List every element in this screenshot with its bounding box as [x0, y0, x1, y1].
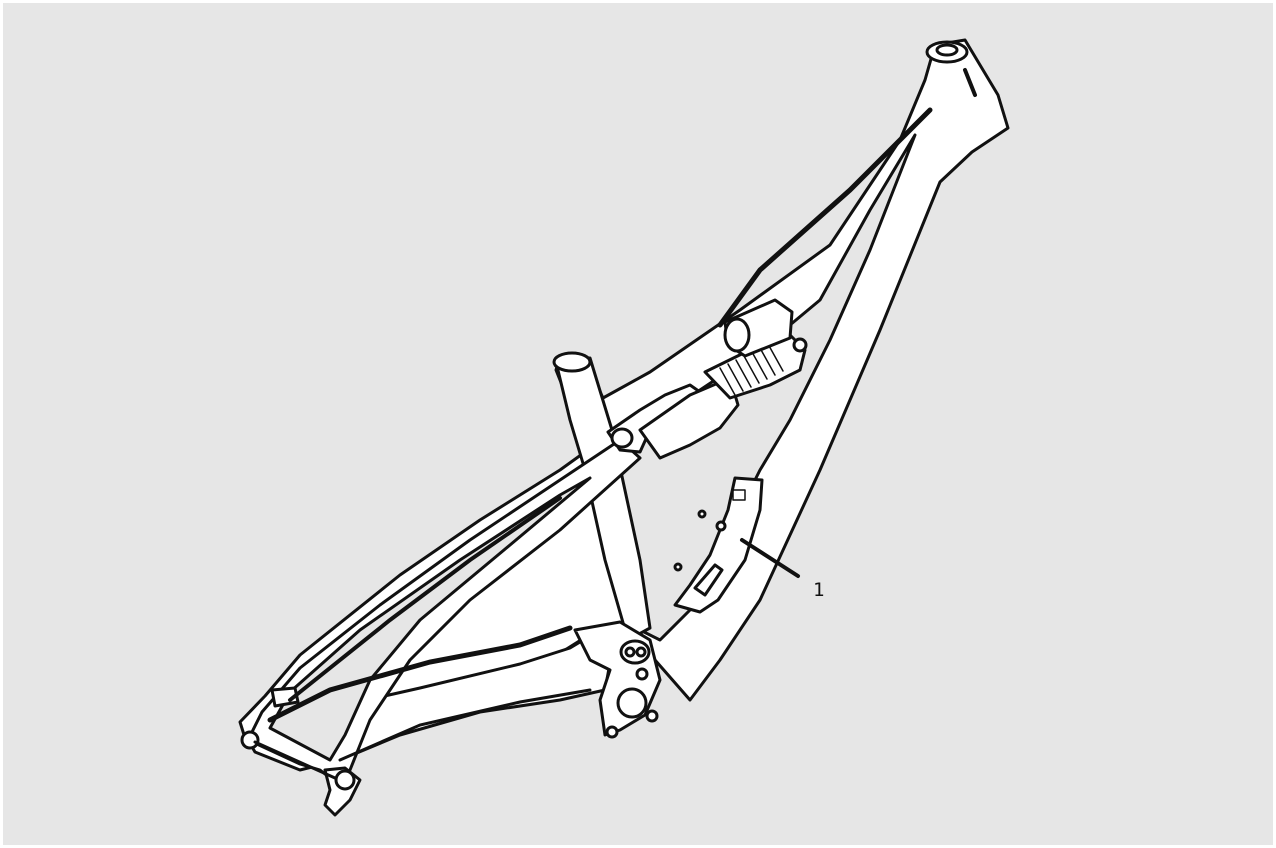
rear-axle-left	[240, 730, 260, 750]
shock-eyelet-lower	[610, 427, 634, 449]
upper-pivot-bolt	[635, 667, 649, 681]
main-pivot-bolt-1	[624, 646, 636, 658]
seatstay-cutout	[268, 476, 592, 762]
shock-ribs	[719, 343, 784, 396]
main-pivot-bolt-2	[635, 646, 647, 658]
protector-plate-logo	[732, 489, 746, 501]
frame-protector-plate	[673, 476, 764, 614]
lower-link-pivot	[616, 687, 648, 719]
protector-cable-port	[693, 563, 724, 597]
bottom-bolt-2	[645, 709, 659, 723]
shading-lines	[267, 68, 977, 762]
shock-body	[638, 376, 740, 460]
callout-1: 1	[740, 538, 824, 601]
rear-axle	[334, 769, 356, 791]
cable-guide	[270, 686, 300, 708]
shock-upper-mount	[792, 337, 808, 353]
loose-bolt-1	[697, 509, 707, 519]
callout-1-number: 1	[813, 579, 824, 601]
loose-bolt-2	[673, 562, 683, 572]
rear-axle-line	[253, 740, 337, 780]
shock-reservoir-cap	[723, 317, 751, 353]
callout-1-leader	[740, 538, 800, 578]
seat-tube-opening	[552, 351, 592, 373]
bottom-bolt-1	[605, 725, 619, 739]
head-tube-bore	[935, 43, 959, 57]
protector-bolt-upper	[715, 520, 727, 532]
